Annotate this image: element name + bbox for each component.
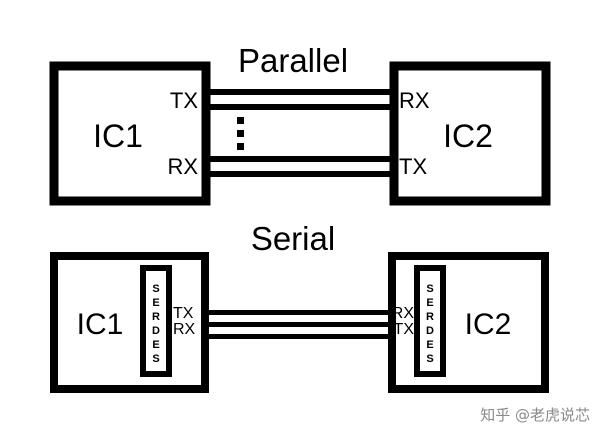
serial-ic2-tx-label: TX (394, 321, 415, 338)
serial-link-line (203, 334, 393, 339)
serial-ic1-rx-label: RX (173, 321, 196, 338)
serdes-letter: E (426, 339, 433, 351)
parallel-ic1-box (49, 61, 211, 206)
serial-ic2-rx-label: RX (392, 305, 415, 322)
parallel-bus-line (206, 104, 394, 110)
parallel-bus-line (206, 171, 394, 177)
parallel-ic2-tx-label: TX (399, 154, 427, 179)
serdes-letter: S (152, 353, 159, 365)
parallel-bus-line (206, 89, 394, 95)
serial-serdes-right-letters: S E R D E S (426, 283, 434, 365)
serdes-letter: D (152, 325, 160, 337)
parallel-ellipsis (237, 117, 244, 150)
parallel-ic2-rx-label: RX (399, 88, 430, 113)
serdes-letter: S (426, 283, 433, 295)
serdes-letter: R (426, 311, 434, 323)
serial-title: Serial (251, 220, 335, 257)
parallel-ic2-box (389, 61, 551, 206)
watermark: 知乎 @老虎说芯 (480, 406, 590, 424)
serial-ic1-label: IC1 (77, 308, 124, 341)
parallel-bus-line (206, 156, 394, 162)
serial-serdes-right-box (414, 265, 446, 377)
parallel-ic1-label: IC1 (93, 118, 143, 154)
serial-link-line (203, 310, 393, 315)
parallel-ic2-label: IC2 (443, 118, 493, 154)
parallel-ic1-tx-label: TX (170, 88, 198, 113)
serial-serdes-left-box (140, 265, 172, 377)
serial-ic2-label: IC2 (465, 308, 512, 341)
serdes-letter: S (426, 353, 433, 365)
serdes-letter: D (426, 325, 434, 337)
serdes-letter: S (152, 283, 159, 295)
serdes-letter: E (152, 339, 159, 351)
parallel-ic1-rx-label: RX (167, 154, 198, 179)
parallel-title: Parallel (238, 42, 348, 79)
serial-serdes-left-letters: S E R D E S (152, 283, 160, 365)
serdes-letter: E (426, 297, 433, 309)
serdes-letter: E (152, 297, 159, 309)
serdes-letter: R (152, 311, 160, 323)
serial-ic1-tx-label: TX (173, 305, 194, 322)
serial-link-line (203, 322, 393, 327)
